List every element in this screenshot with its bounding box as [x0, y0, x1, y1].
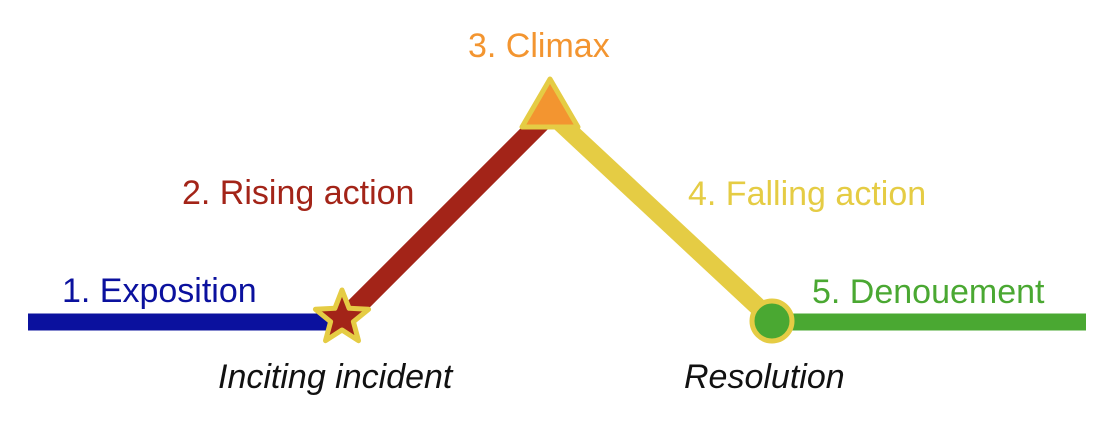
rising-action-line	[337, 105, 558, 326]
exposition-label: 1. Exposition	[62, 272, 257, 310]
falling-action-line	[543, 106, 779, 327]
denouement-label: 5. Denouement	[812, 273, 1045, 311]
falling-action-label: 4. Falling action	[688, 175, 926, 213]
rising-action-label: 2. Rising action	[182, 174, 414, 212]
climax-label: 3. Climax	[468, 27, 610, 65]
inciting-incident-label: Inciting incident	[218, 358, 454, 396]
resolution-label: Resolution	[684, 358, 845, 396]
star-icon	[312, 287, 372, 344]
triangle-icon	[519, 76, 581, 130]
circle-icon	[749, 298, 795, 344]
